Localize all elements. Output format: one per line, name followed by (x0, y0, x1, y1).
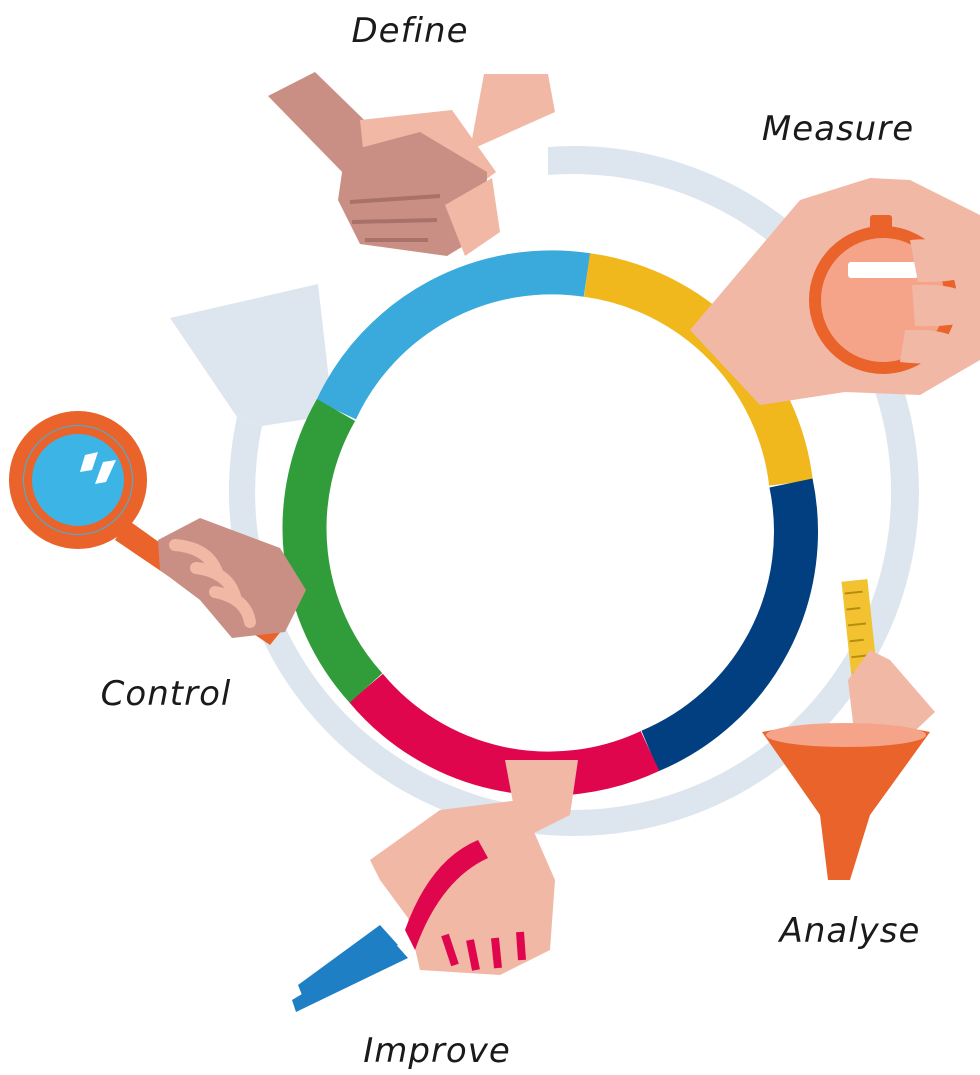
cycle-arrow-head (170, 284, 333, 426)
pliers-icon (292, 760, 578, 1012)
ring-segment-control (282, 399, 383, 703)
label-measure: Measure (762, 109, 914, 149)
label-analyse: Analyse (778, 911, 921, 951)
stopwatch-icon (690, 178, 980, 405)
funnel-ruler-icon (762, 579, 935, 880)
ring-segment-define (316, 250, 591, 420)
label-control: Control (101, 674, 232, 714)
ring-segment-improve (349, 673, 660, 796)
ring-segment-analyse (641, 478, 818, 772)
cycle-arrow (170, 146, 919, 837)
phase-ring (282, 250, 818, 796)
label-define: Define (352, 11, 469, 51)
magnifier-icon (9, 411, 306, 645)
handshake-icon (268, 72, 555, 256)
label-improve: Improve (363, 1031, 511, 1071)
